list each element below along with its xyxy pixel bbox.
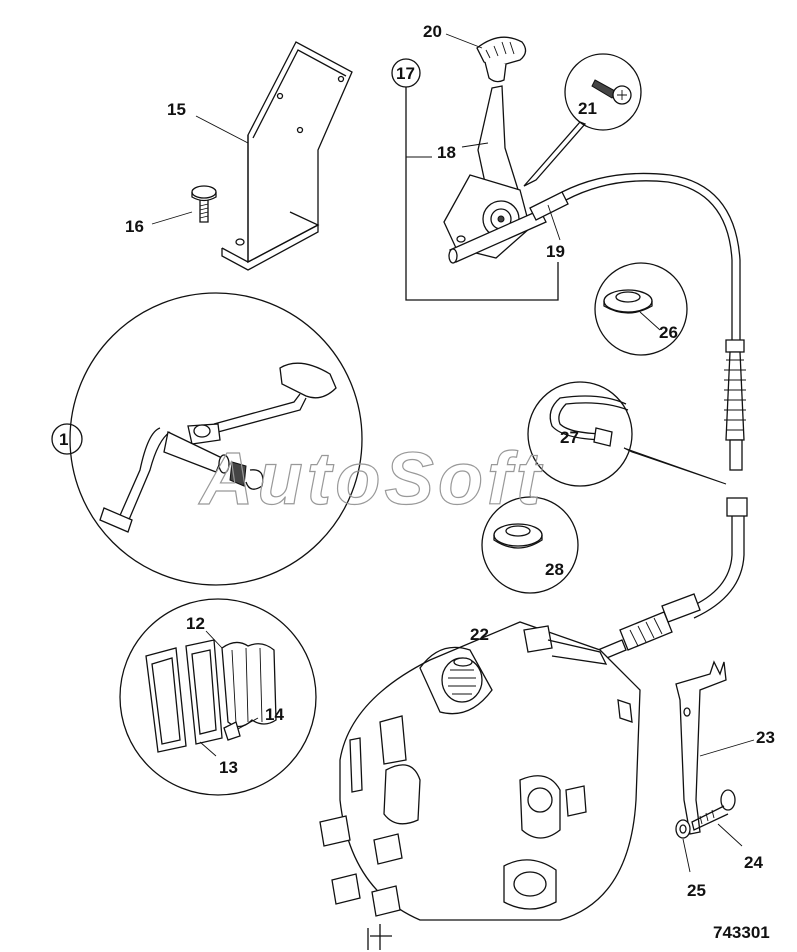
callout-23: 23 (756, 728, 775, 747)
watermark-text: AutoSoft (198, 437, 544, 520)
injection-pump (319, 621, 641, 950)
callout-20: 20 (423, 22, 442, 41)
callout-25: 25 (687, 881, 706, 900)
callout-12: 12 (186, 614, 205, 633)
grommet-part-28 (481, 496, 579, 594)
washer-part-25 (675, 819, 691, 873)
callout-22: 22 (470, 625, 489, 644)
callout-1: 1 (59, 430, 68, 449)
callout-21: 21 (578, 99, 597, 118)
callout-26: 26 (659, 323, 678, 342)
callout-19: 19 (546, 242, 565, 261)
callout-13: 13 (219, 758, 238, 777)
grommet-part-26 (594, 262, 688, 356)
reference-number: 743301 (713, 923, 770, 942)
boot-gasket-detail (119, 598, 317, 796)
callout-28: 28 (545, 560, 564, 579)
callout-24: 24 (744, 853, 763, 872)
callout-18: 18 (437, 143, 456, 162)
bracket-part-15 (195, 41, 353, 271)
callout-15: 15 (167, 100, 186, 119)
hand-throttle-assembly (391, 33, 741, 340)
bracket-part-23 (675, 660, 755, 835)
throttle-cable-run (597, 339, 748, 661)
callout-16: 16 (125, 217, 144, 236)
foot-pedal-detail (51, 292, 363, 586)
bolt-part-24 (691, 789, 743, 847)
cable-tie-part-27 (527, 381, 727, 487)
callout-14: 14 (265, 705, 284, 724)
bolt-part-16 (151, 185, 217, 225)
callout-17: 17 (396, 64, 415, 83)
callout-27: 27 (560, 428, 579, 447)
